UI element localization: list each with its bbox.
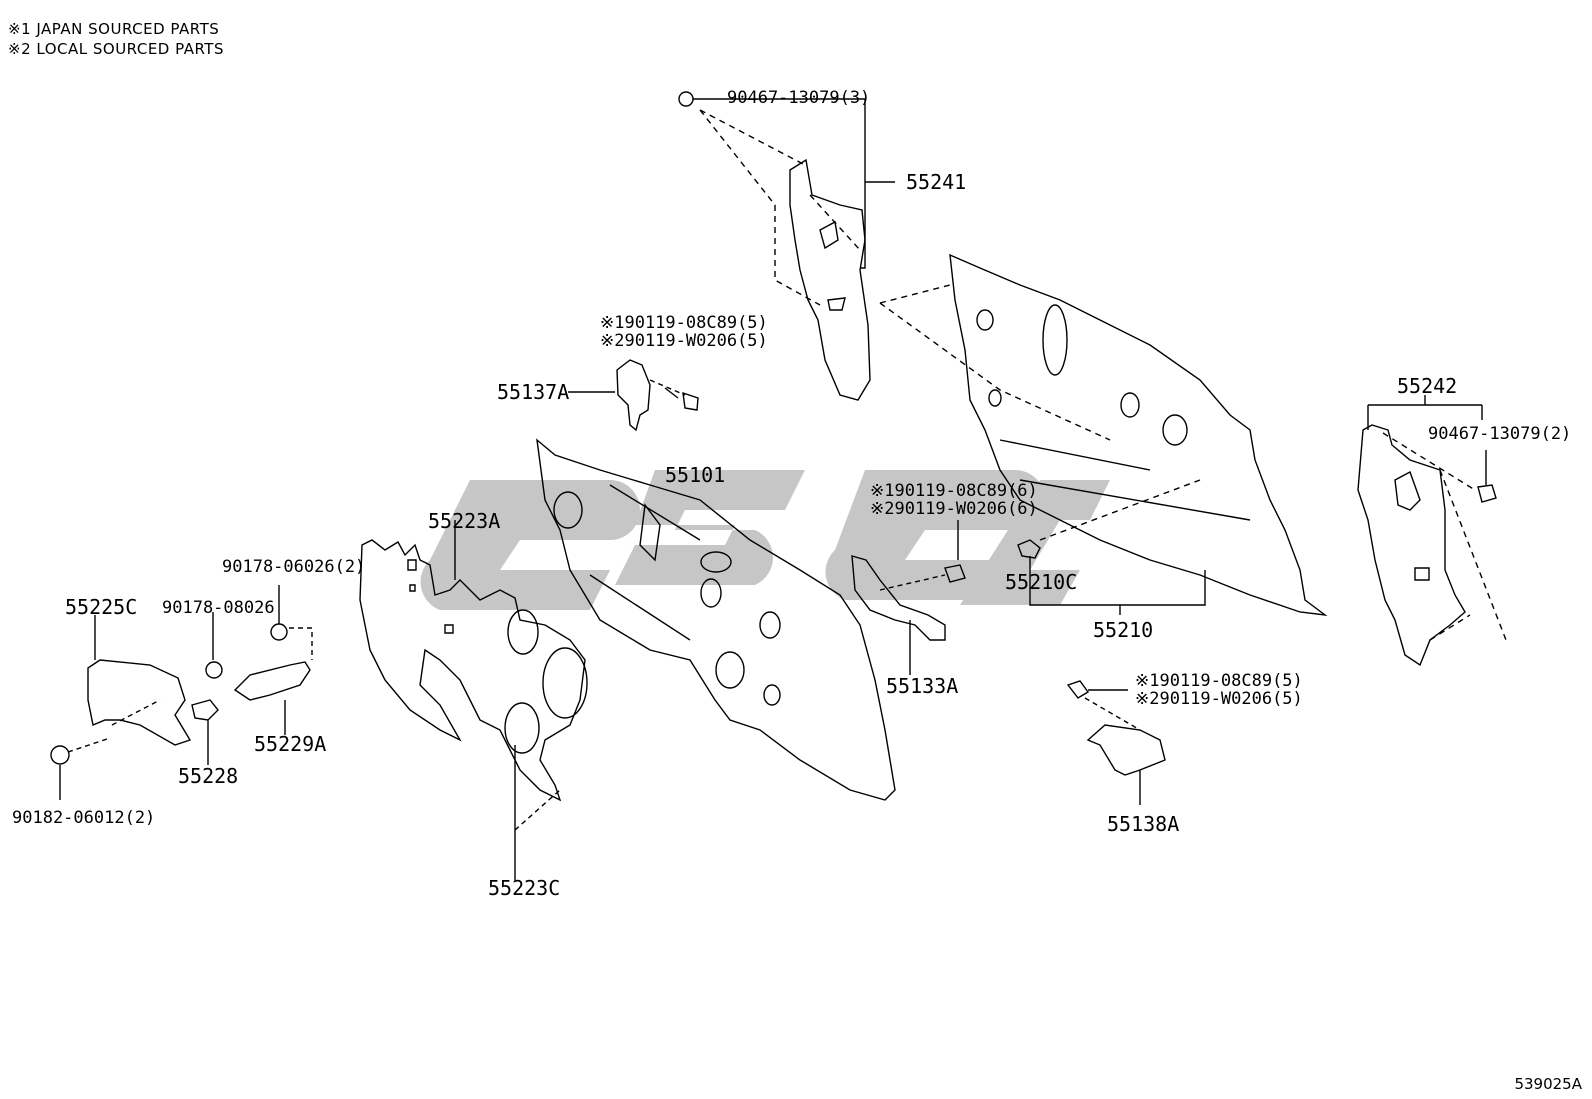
- bolt-55133a: [944, 564, 966, 583]
- label-55138a: 55138A: [1107, 812, 1180, 836]
- nut-90182: [50, 745, 70, 765]
- part-55241-panel: [789, 158, 871, 401]
- label-55137a: 55137A: [497, 380, 570, 404]
- label-55210: 55210: [1093, 618, 1154, 642]
- part-55133a: [851, 555, 946, 641]
- part-55138a: [1086, 724, 1166, 776]
- clip-55210c: [1017, 539, 1041, 559]
- bolt-55138a: [1066, 680, 1090, 699]
- bolt-90467-right: [1477, 484, 1497, 503]
- label-55228: 55228: [178, 764, 239, 788]
- label-55229a: 55229A: [254, 732, 327, 756]
- nut-90178-08026: [205, 661, 223, 679]
- fastener-90467-top: [678, 91, 694, 107]
- watermark-logo: [420, 470, 1110, 610]
- label-55138a-bolt-jp: ※190119-08C89(5): [1135, 671, 1303, 691]
- label-90182-06012: 90182-06012(2): [12, 808, 156, 828]
- label-55138a-bolt-local: ※290119-W0206(5): [1135, 689, 1303, 709]
- figure-number: 539025A: [1514, 1075, 1582, 1093]
- label-55223a: 55223A: [428, 509, 501, 533]
- part-55137a: [616, 359, 651, 432]
- bolt-55137a: [664, 387, 699, 411]
- label-90178-08026: 90178-08026: [162, 598, 275, 618]
- part-55228: [191, 699, 219, 721]
- part-55225c: [87, 659, 192, 746]
- label-55241: 55241: [906, 170, 967, 194]
- note-japan-sourced: ※1 JAPAN SOURCED PARTS: [8, 20, 220, 38]
- label-55101: 55101: [665, 463, 726, 487]
- label-55242: 55242: [1397, 374, 1458, 398]
- label-55137a-bolt-local: ※290119-W0206(5): [600, 331, 768, 351]
- label-55137a-bolt-jp: ※190119-08C89(5): [600, 313, 768, 333]
- note-local-sourced: ※2 LOCAL SOURCED PARTS: [8, 40, 224, 58]
- label-90178-06026: 90178-06026(2): [222, 557, 366, 577]
- label-clip-6-jp: ※190119-08C89(6): [870, 481, 1038, 501]
- part-55101-dash-panel: [536, 438, 896, 801]
- part-55242-panel: [1357, 424, 1466, 667]
- part-55223a-insulator: [359, 539, 586, 802]
- part-55229a: [233, 661, 311, 701]
- label-55210c: 55210C: [1005, 570, 1078, 594]
- nut-90178-06026: [270, 623, 288, 641]
- label-90467-13079-3: 90467-13079(3): [727, 88, 871, 108]
- label-clip-6-local: ※290119-W0206(6): [870, 499, 1038, 519]
- label-90467-13079-2: 90467-13079(2): [1428, 424, 1572, 444]
- part-55210-dash-insulator: [949, 253, 1328, 617]
- label-55223c: 55223C: [488, 876, 561, 900]
- label-55133a: 55133A: [886, 674, 959, 698]
- label-55225c: 55225C: [65, 595, 138, 619]
